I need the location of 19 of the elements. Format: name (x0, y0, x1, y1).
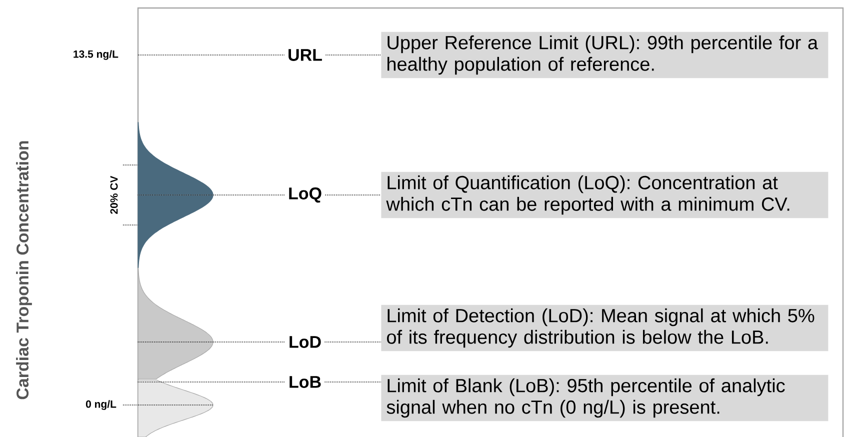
definition-box: Limit of Detection (LoD): Mean signal at which 5% of its frequency distribution is below the LoB. (381, 304, 828, 352)
definition-box: Limit of Quantification (LoQ): Concentration at which cTn can be reported with a minimum CV. (381, 172, 828, 218)
leader-line (137, 194, 286, 196)
definition-box: Limit of Blank (LoB): 95th percentile of analytic signal when no cTn (0 ng/L) is present. (381, 374, 828, 422)
limit-label: LoB (290, 376, 321, 388)
tick-label: 13.5 ng/L (74, 50, 118, 60)
limit-label: LoD (290, 336, 321, 348)
axis-title: Cardiac Troponin Concentration (16, 141, 32, 400)
leader-line (324, 194, 382, 196)
definition-box: Upper Reference Limit (URL): 99th percentile for a healthy population of reference. (381, 32, 828, 78)
distribution-curve (138, 122, 214, 268)
distribution-curve (138, 380, 214, 437)
tick-label: 20% CV (110, 176, 118, 214)
limit-label: LoQ (289, 187, 322, 203)
leader-line (325, 54, 382, 56)
tick-label: 0 ng/L (86, 400, 116, 410)
leader-line (138, 54, 285, 56)
limit-label: URL (288, 49, 322, 61)
distribution-curve (138, 268, 214, 380)
